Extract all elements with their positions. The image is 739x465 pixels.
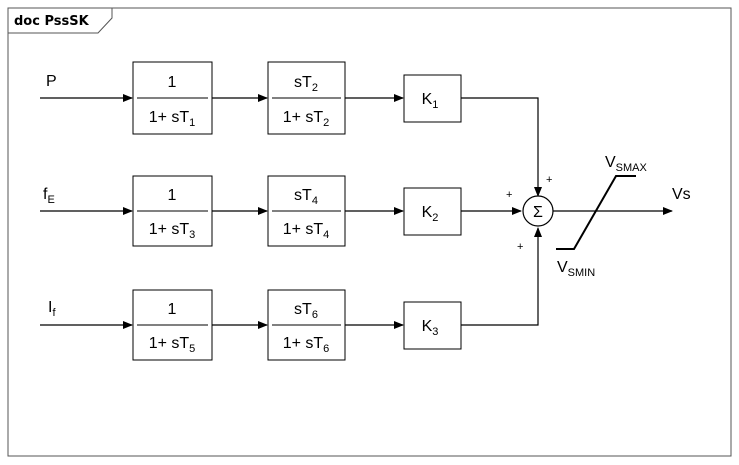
limiter-max-label: VSMAX <box>605 154 648 174</box>
limiter-characteristic <box>556 175 636 250</box>
wire-gain3-summer <box>461 227 542 326</box>
gain-block-1 <box>403 74 462 123</box>
gain-1-label: K1 <box>422 91 439 111</box>
summer-sign-left: + <box>506 189 512 201</box>
wire-gain1-summer <box>461 97 542 197</box>
output-label: Vs <box>672 186 691 203</box>
gain-3-label: K3 <box>422 318 439 338</box>
summing-symbol: Σ <box>533 204 543 221</box>
summer-sign-bottom: + <box>517 241 523 253</box>
input-label-p: P <box>46 73 57 90</box>
washout-3-num: sT6 <box>294 301 318 321</box>
washout-2-den: 1+ sT4 <box>283 221 330 241</box>
washout-1-num: sT2 <box>294 74 318 94</box>
gain-block-2 <box>403 187 462 236</box>
frame-title-tab <box>8 8 113 34</box>
summer-sign-top: + <box>546 174 552 186</box>
diagram-frame <box>7 7 732 457</box>
lag-3-num: 1 <box>168 301 177 318</box>
washout-1-den: 1+ sT2 <box>283 109 330 129</box>
input-label-fe: fE <box>43 186 55 206</box>
limiter-min-label: VSMIN <box>557 259 595 279</box>
lag-1-den: 1+ sT1 <box>149 109 196 129</box>
lag-1-num: 1 <box>168 74 177 91</box>
lag-2-num: 1 <box>168 187 177 204</box>
lag-2-den: 1+ sT3 <box>149 221 196 241</box>
washout-2-num: sT4 <box>294 187 318 207</box>
gain-2-label: K2 <box>422 204 439 224</box>
frame-title: doc PssSK <box>14 14 90 29</box>
input-label-if: If <box>48 299 56 319</box>
washout-3-den: 1+ sT6 <box>283 335 330 355</box>
lag-3-den: 1+ sT5 <box>149 335 196 355</box>
